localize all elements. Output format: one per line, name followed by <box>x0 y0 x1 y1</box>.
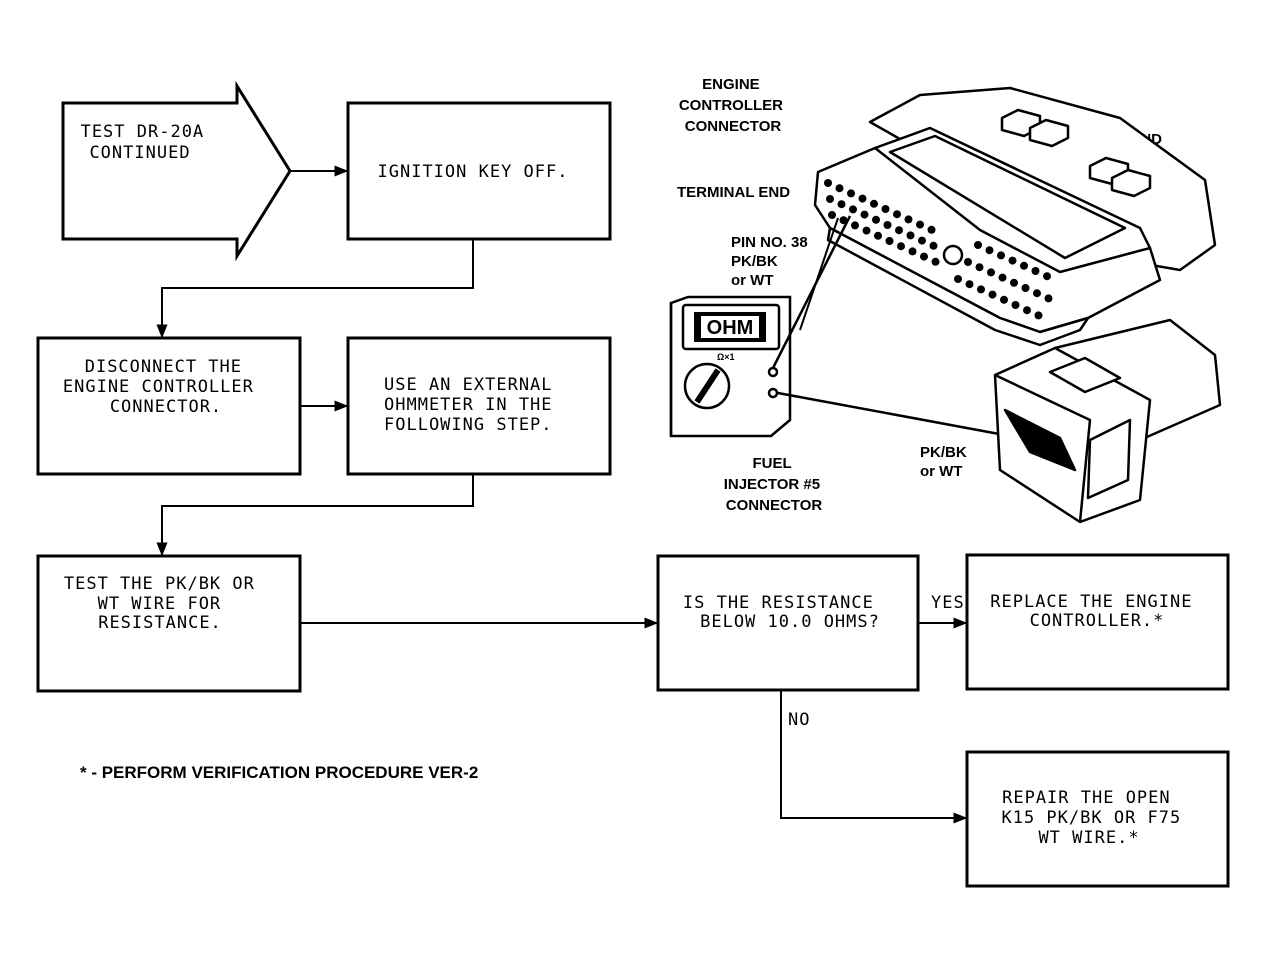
connector-pin <box>977 285 985 294</box>
resistance-decision-box <box>656 554 920 692</box>
repair-open-box <box>965 750 1230 888</box>
connector-pin <box>974 241 982 249</box>
connector-pin <box>997 251 1005 260</box>
connector-pin <box>965 280 974 289</box>
connector-pin <box>1021 284 1030 292</box>
connector-pin <box>826 195 834 203</box>
resistance-decision-text: IS THE RESISTANCE BELOW 10.0 OHMS? <box>683 593 885 632</box>
connector-pin <box>987 268 995 277</box>
test-leads <box>771 215 1011 438</box>
connector-pin <box>1010 278 1018 287</box>
fuel-injector-connector-drawing <box>993 318 1222 524</box>
no-label: NO <box>788 710 810 730</box>
connector-pin <box>929 241 938 250</box>
meter-display: OHM <box>707 317 754 339</box>
connector-pin <box>849 205 857 214</box>
connector-pin <box>874 231 882 240</box>
replace-controller-text: REPLACE THE ENGINE CONTROLLER.* <box>990 592 1203 631</box>
connector-pin <box>927 225 936 234</box>
connector-pin <box>985 246 994 255</box>
connector-pin <box>862 226 871 235</box>
pin-label: PIN NO. 38 PK/BK or WT <box>731 234 812 289</box>
connector-pin <box>988 290 997 299</box>
connector-pin <box>872 215 880 224</box>
connector-pin <box>1034 311 1043 320</box>
test-wire-box <box>36 554 302 693</box>
start-arrow-shape <box>61 80 292 262</box>
connector-pin <box>920 252 928 261</box>
disconnect-connector-text: DISCONNECT THE ENGINE CONTROLLER CONNECT… <box>63 357 265 417</box>
arrow-step1-to-step2 <box>156 240 474 339</box>
ignition-key-off-text: IGNITION KEY OFF. <box>378 162 569 182</box>
injector-connector-label: FUEL INJECTOR #5 CONNECTOR <box>724 455 825 514</box>
connector-pin <box>1008 256 1017 265</box>
connector-pins <box>824 179 1053 320</box>
meter-dial-label: Ω×1 <box>717 352 734 362</box>
external-ohmmeter-text: USE AN EXTERNAL OHMMETER IN THE FOLLOWIN… <box>384 375 564 435</box>
connector-pin <box>885 237 894 245</box>
engine-controller-connector-drawing <box>813 86 1217 347</box>
ignition-key-off-box <box>346 101 612 241</box>
connector-pin <box>906 231 915 240</box>
connector-pin <box>897 242 905 251</box>
connector-pin <box>998 273 1007 282</box>
test-wire-text: TEST THE PK/BK OR WT WIRE FOR RESISTANCE… <box>64 574 266 633</box>
connector-pin <box>916 220 924 229</box>
connector-pin <box>1000 295 1008 304</box>
connector-pin <box>1033 289 1041 298</box>
replace-controller-box <box>965 553 1230 691</box>
connector-pin <box>908 247 917 256</box>
connector-pin <box>893 210 901 219</box>
connector-pin <box>858 194 867 203</box>
footnote: * - PERFORM VERIFICATION PROCEDURE VER-2 <box>80 763 478 782</box>
injector-wire-label: PK/BK or WT <box>920 444 971 480</box>
ohmmeter-drawing <box>669 295 792 438</box>
connector-pin <box>860 210 869 219</box>
connector-pin <box>837 200 846 209</box>
connector-pin <box>954 275 962 283</box>
connector-pin <box>881 205 890 213</box>
connector-pin <box>1023 306 1031 315</box>
connector-pin <box>851 221 859 230</box>
connector-pin <box>824 179 832 187</box>
connector-pin <box>1020 261 1028 270</box>
connector-pin <box>1011 301 1020 309</box>
connector-pin <box>1043 272 1051 281</box>
connector-pin <box>904 215 913 224</box>
connector-pin <box>828 211 836 219</box>
start-label: TEST DR-20A CONTINUED <box>81 122 216 163</box>
arrow-decision-no <box>780 690 968 824</box>
arrow-step3-to-step4 <box>156 475 474 557</box>
connector-pin <box>1031 267 1040 275</box>
yes-label: YES <box>931 593 965 613</box>
connector-pin <box>964 258 972 266</box>
connector-pin <box>975 263 984 272</box>
repair-open-text: REPAIR THE OPEN K15 PK/BK OR F75 WT WIRE… <box>1001 788 1192 848</box>
connector-pin <box>835 184 844 193</box>
engine-connector-label: ENGINE CONTROLLER CONNECTOR <box>679 76 787 135</box>
connector-pin <box>931 257 940 266</box>
connector-pin <box>883 221 892 229</box>
terminal-end-label: TERMINAL END <box>677 184 790 201</box>
connector-pin <box>847 189 855 198</box>
connector-pin <box>1044 294 1053 303</box>
connector-pin <box>895 226 903 235</box>
connector-pin <box>870 199 878 208</box>
connector-pin <box>918 236 926 245</box>
